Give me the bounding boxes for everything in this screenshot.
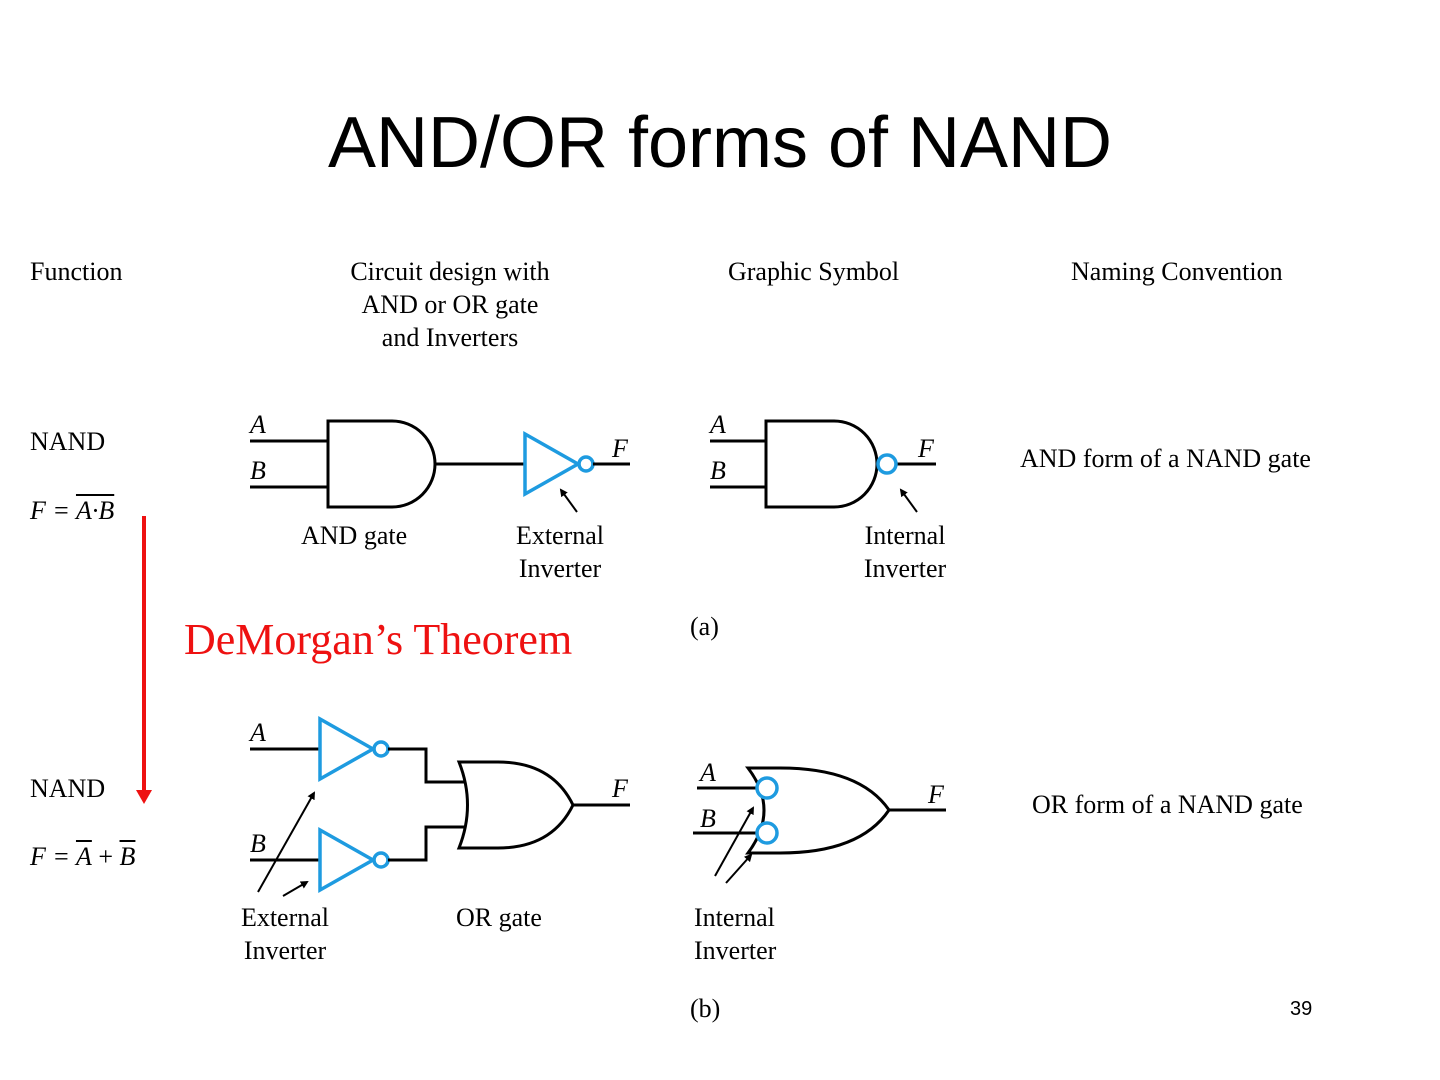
row-b-inverter-label-2: Inverter: [243, 936, 327, 965]
row-b-symbol-pointer-a: [714, 806, 754, 877]
header-symbol: Graphic Symbol: [728, 257, 900, 286]
row-b-eq-a: A: [75, 842, 92, 871]
demorgan-arrow: [136, 516, 152, 804]
row-b-symbol-pointer-b: [725, 853, 753, 884]
row-a-inverter-label-1: External: [515, 521, 605, 550]
row-b-caption: (b): [690, 994, 721, 1023]
row-b-inverter-pointer-b: [282, 880, 309, 897]
row-b-symbol-inverter-label-2: Inverter: [694, 936, 777, 965]
row-a-symbol-input-a: A: [710, 410, 726, 439]
row-b-symbol-inverter-label-1: Internal: [694, 903, 775, 932]
row-b-eq-lhs: F =: [30, 842, 76, 871]
row-b-or-gate: [388, 747, 630, 862]
row-b-input-b: B: [250, 829, 266, 858]
header-circuit-line3: and Inverters: [381, 323, 519, 352]
row-a-equation: F = A·B: [30, 494, 114, 527]
row-b-output: F: [612, 774, 628, 803]
header-circuit-line2: AND or OR gate: [361, 290, 539, 319]
row-b-eq-b: B: [119, 842, 136, 871]
row-a-symbol-pointer: [899, 488, 918, 513]
row-a-symbol-inverter-label-1: Internal: [864, 521, 946, 550]
row-a-input-b: B: [250, 456, 266, 485]
header-naming: Naming Convention: [1071, 257, 1283, 286]
row-b-input-a: A: [250, 718, 266, 747]
row-a-external-inverter: [523, 430, 630, 498]
row-b-inverter-pointer-a: [257, 791, 315, 893]
row-a-eq-lhs: F =: [30, 496, 76, 525]
row-b-nand-or-symbol: [693, 766, 946, 855]
slide-title: AND/OR forms of NAND: [327, 103, 1113, 183]
row-a-function-name: NAND: [30, 427, 106, 456]
row-a-naming: AND form of a NAND gate: [1020, 444, 1311, 473]
row-a-eq-rhs: A·B: [75, 496, 115, 525]
row-b-gate-label: OR gate: [456, 903, 542, 932]
header-circuit-line1: Circuit design with: [350, 257, 550, 286]
row-b-internal-bubble-b: [755, 821, 779, 845]
row-a-nand-symbol: [710, 419, 936, 509]
row-a-gate-label: AND gate: [301, 521, 408, 550]
row-b-naming: OR form of a NAND gate: [1032, 790, 1303, 819]
row-a-symbol-input-b: B: [710, 456, 726, 485]
row-b-external-inverter-a: [250, 715, 390, 783]
row-a-symbol-inverter-label-2: Inverter: [863, 554, 947, 583]
row-a-inverter-label-2: Inverter: [518, 554, 602, 583]
page-number: 39: [1290, 998, 1313, 1020]
row-b-eq-plus: +: [91, 842, 120, 871]
row-a-and-gate: [250, 419, 525, 509]
row-a-symbol-output: F: [918, 434, 934, 463]
row-b-symbol-output: F: [928, 780, 944, 809]
row-b-internal-bubble-a: [755, 776, 779, 800]
row-b-equation: F = A + B: [30, 840, 135, 873]
row-a-caption: (a): [690, 612, 719, 641]
row-a-internal-bubble: [876, 453, 898, 475]
row-b-symbol-input-b: B: [700, 804, 716, 833]
row-b-external-inverter-b: [250, 826, 390, 894]
row-b-symbol-input-a: A: [700, 758, 716, 787]
demorgan-label: DeMorgan’s Theorem: [184, 615, 573, 664]
row-b-inverter-label-1: External: [240, 903, 330, 932]
row-a-inverter-pointer: [559, 488, 578, 513]
row-a-output: F: [612, 434, 628, 463]
header-function: Function: [30, 257, 123, 286]
row-b-function-name: NAND: [30, 774, 106, 803]
row-a-input-a: A: [250, 410, 266, 439]
